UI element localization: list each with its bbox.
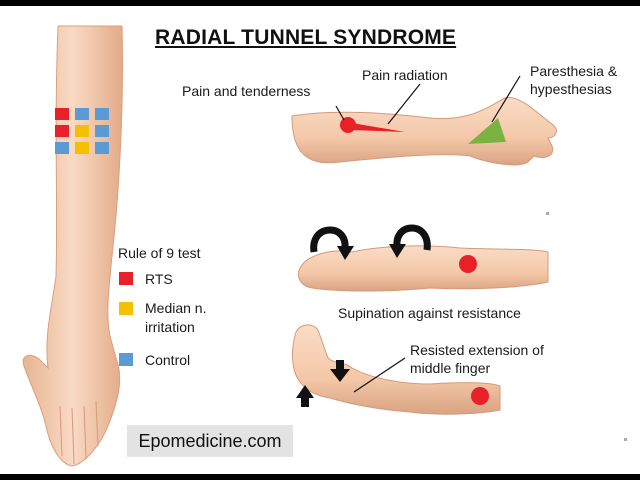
legend-swatch-median: [119, 302, 133, 315]
legend-swatch-control: [119, 353, 133, 366]
grid-cell-blue: [95, 142, 109, 154]
down-arrow-icon: [330, 360, 350, 382]
legend-title: Rule of 9 test: [118, 245, 201, 261]
grid-cell-yellow: [75, 125, 89, 137]
curved-arrow-icon: [389, 224, 431, 258]
paresthesia-label-line1: Paresthesia &: [530, 63, 618, 79]
pain-tenderness-label: Pain and tenderness: [182, 83, 311, 99]
grid-cell-red: [55, 125, 69, 137]
grid-cell-red: [55, 108, 69, 120]
legend-swatch-rts: [119, 272, 133, 285]
legend-label-rts: RTS: [145, 271, 173, 287]
paresthesia-label-line2: hypesthesias: [530, 81, 612, 97]
diagram-title: RADIAL TUNNEL SYNDROME: [155, 26, 457, 49]
grid-cell-blue: [75, 108, 89, 120]
legend-label-median-line2: irritation: [145, 319, 195, 335]
top-forearm-illustration: [291, 75, 557, 166]
watermark: Epomedicine.com: [127, 425, 293, 457]
vertical-forearm-illustration: [22, 25, 124, 467]
grid-cell-blue: [95, 108, 109, 120]
up-arrow-icon: [296, 385, 314, 407]
pain-radiation-label: Pain radiation: [362, 67, 448, 83]
supination-label: Supination against resistance: [338, 305, 521, 321]
resisted-extension-label-line1: Resisted extension of: [410, 342, 544, 358]
grid-cell-blue: [95, 125, 109, 137]
watermark-text: Epomedicine.com: [138, 430, 282, 451]
grid-cell-blue: [55, 142, 69, 154]
grid-cell-yellow: [75, 142, 89, 154]
legend-label-control: Control: [145, 352, 191, 368]
diagram-canvas: RADIAL TUNNEL SYNDROME Pain and tenderne…: [0, 6, 640, 474]
legend-label-median-line1: Median n.: [145, 300, 207, 316]
curved-arrow-icon: [310, 226, 354, 260]
resisted-extension-label-line2: middle finger: [410, 360, 491, 376]
middle-forearm-illustration: [298, 245, 549, 292]
